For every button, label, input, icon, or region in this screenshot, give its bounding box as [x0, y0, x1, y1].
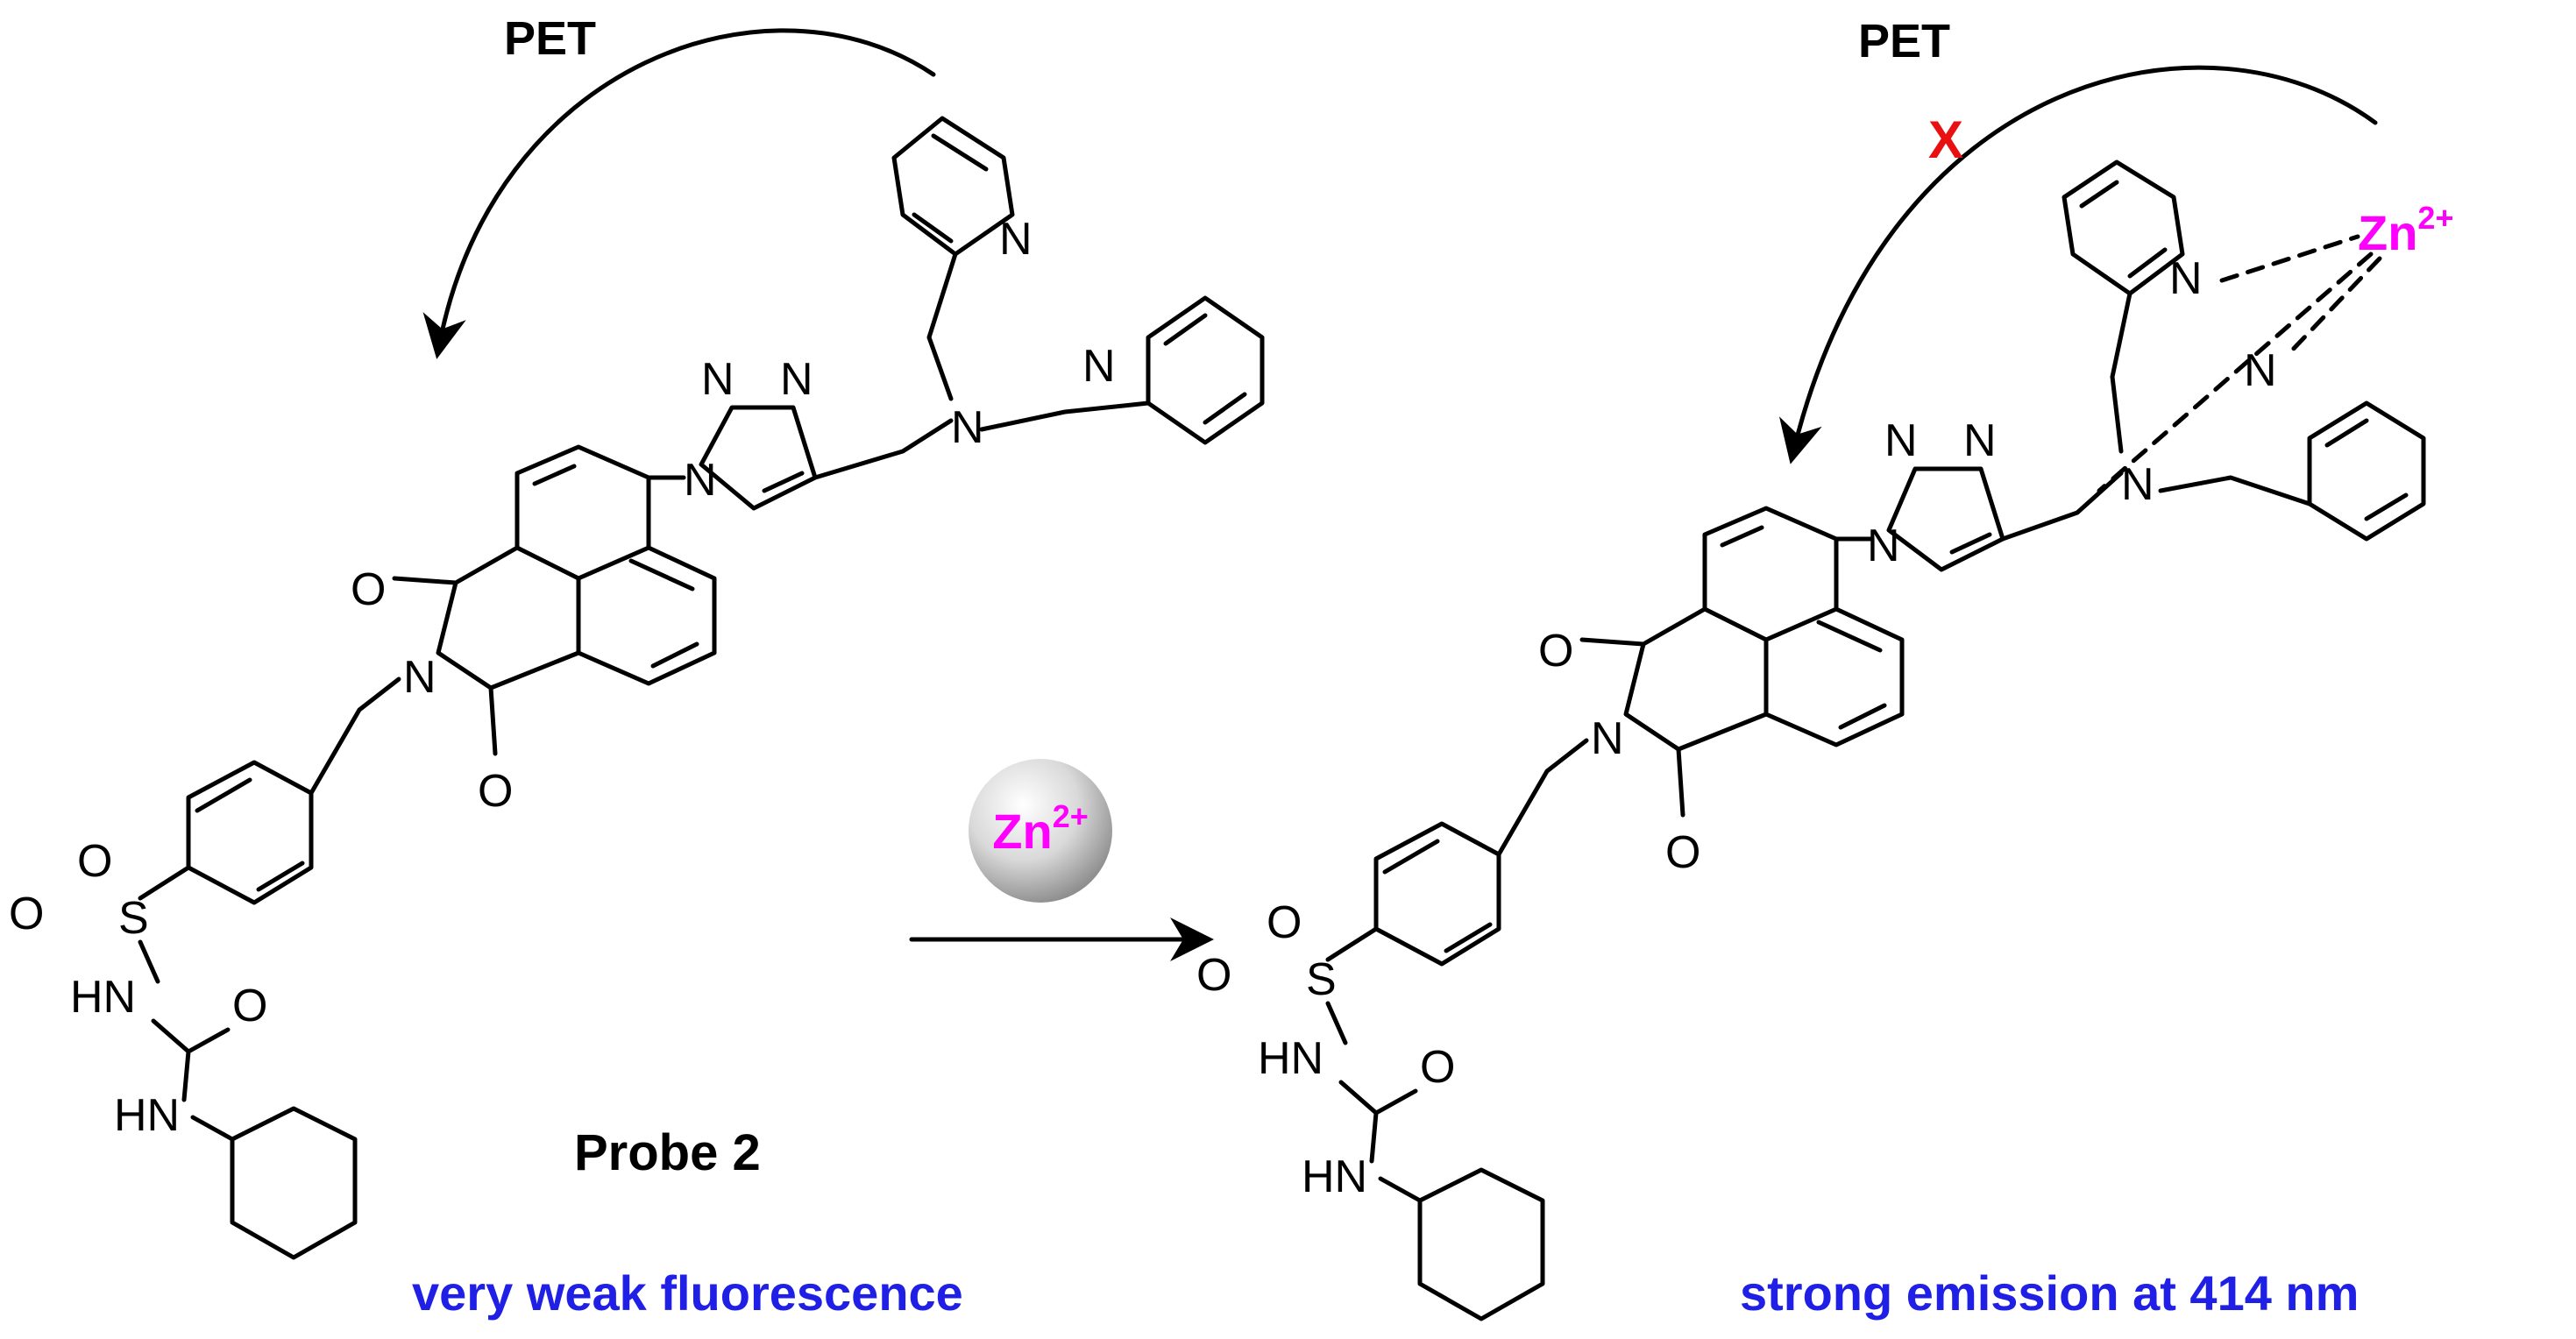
reagent-label: Zn2+	[992, 798, 1088, 859]
probe-molecule-left: PET N N N N N N	[9, 12, 1265, 1260]
triazole-ring-right: N N N	[1867, 415, 2124, 572]
pet-block-mark: X	[1928, 110, 1963, 169]
pyridine-ring-right-complex: N	[2244, 345, 2426, 542]
imide-n-left: N	[403, 652, 436, 703]
sulfonamide-hn-right: HN	[1258, 1033, 1323, 1084]
zinc-complex-right: PET X N N Zn2+ N N N N	[1196, 15, 2453, 1321]
cyclohexane-ring-left	[230, 1106, 358, 1260]
urea-hn-left: HN	[114, 1090, 180, 1141]
urea-o-right: O	[1420, 1042, 1455, 1093]
left-caption: very weak fluorescence	[412, 1265, 963, 1321]
triazole-n-1-complex: N	[1884, 415, 1918, 466]
pyridine-n-right-complex: N	[2244, 345, 2277, 396]
sulfur-s-left: S	[118, 893, 149, 944]
naphthalimide-core-left: O N O	[351, 444, 717, 817]
pet-label-left: PET	[504, 12, 596, 65]
amine-linkers-left	[926, 252, 1151, 432]
triazole-n-3-complex: N	[1867, 521, 1900, 571]
triazole-ring-left: N N N	[684, 354, 954, 511]
pet-arrow-right	[1779, 65, 2378, 464]
pyridine-n-top: N	[999, 214, 1033, 265]
urea-hn-right: HN	[1302, 1151, 1367, 1202]
amine-n-right: N	[2121, 459, 2154, 510]
pyridine-n-top-complex: N	[2169, 253, 2203, 304]
pyridine-ring-top-complex: N	[2062, 159, 2203, 304]
imide-n-right: N	[1591, 713, 1624, 764]
carbonyl-o-bottom-left: O	[478, 766, 513, 817]
sulfonamide-hn-left: HN	[70, 972, 136, 1023]
pet-label-right: PET	[1858, 15, 1950, 67]
sulfonyl-o-1: O	[77, 836, 112, 887]
pet-arrow-left	[422, 28, 936, 359]
triazole-n-1: N	[701, 354, 734, 405]
sulfonyl-o-2-complex: O	[1196, 950, 1231, 1001]
carbonyl-o-top-right: O	[1538, 626, 1573, 677]
zinc-center-label: Zn2+	[2358, 200, 2453, 260]
amine-linkers-right	[2110, 291, 2312, 507]
sulfonylurea-arm-right: O O S HN O HN	[1196, 738, 1589, 1203]
carbonyl-o-top-left: O	[351, 564, 386, 615]
triazole-n-2-complex: N	[1963, 415, 1997, 466]
triazole-n-3: N	[684, 455, 717, 506]
carbonyl-o-bottom-right: O	[1665, 827, 1700, 878]
coordination-bonds	[2097, 234, 2382, 493]
sulfonylurea-arm-left: O O S HN O HN	[9, 677, 401, 1142]
pyridine-n-right: N	[1082, 341, 1116, 392]
pyridine-ring-top: N	[891, 116, 1033, 265]
triazole-n-2: N	[780, 354, 813, 405]
pyridine-ring-right: N	[1082, 295, 1265, 445]
cyclohexane-ring-right	[1417, 1167, 1545, 1321]
reaction-step: Zn2+	[909, 759, 1214, 961]
sulfonyl-o-2: O	[9, 889, 44, 939]
urea-o-left: O	[232, 981, 267, 1031]
zinc-ion-sphere	[969, 759, 1112, 903]
naphthalimide-core-right: O N O	[1538, 506, 1905, 878]
amine-n-left: N	[951, 402, 984, 453]
right-caption: strong emission at 414 nm	[1740, 1265, 2359, 1321]
sulfonyl-o-1-complex: O	[1267, 897, 1302, 948]
sulfur-s-right: S	[1306, 954, 1337, 1005]
probe-name: Probe 2	[574, 1124, 761, 1181]
